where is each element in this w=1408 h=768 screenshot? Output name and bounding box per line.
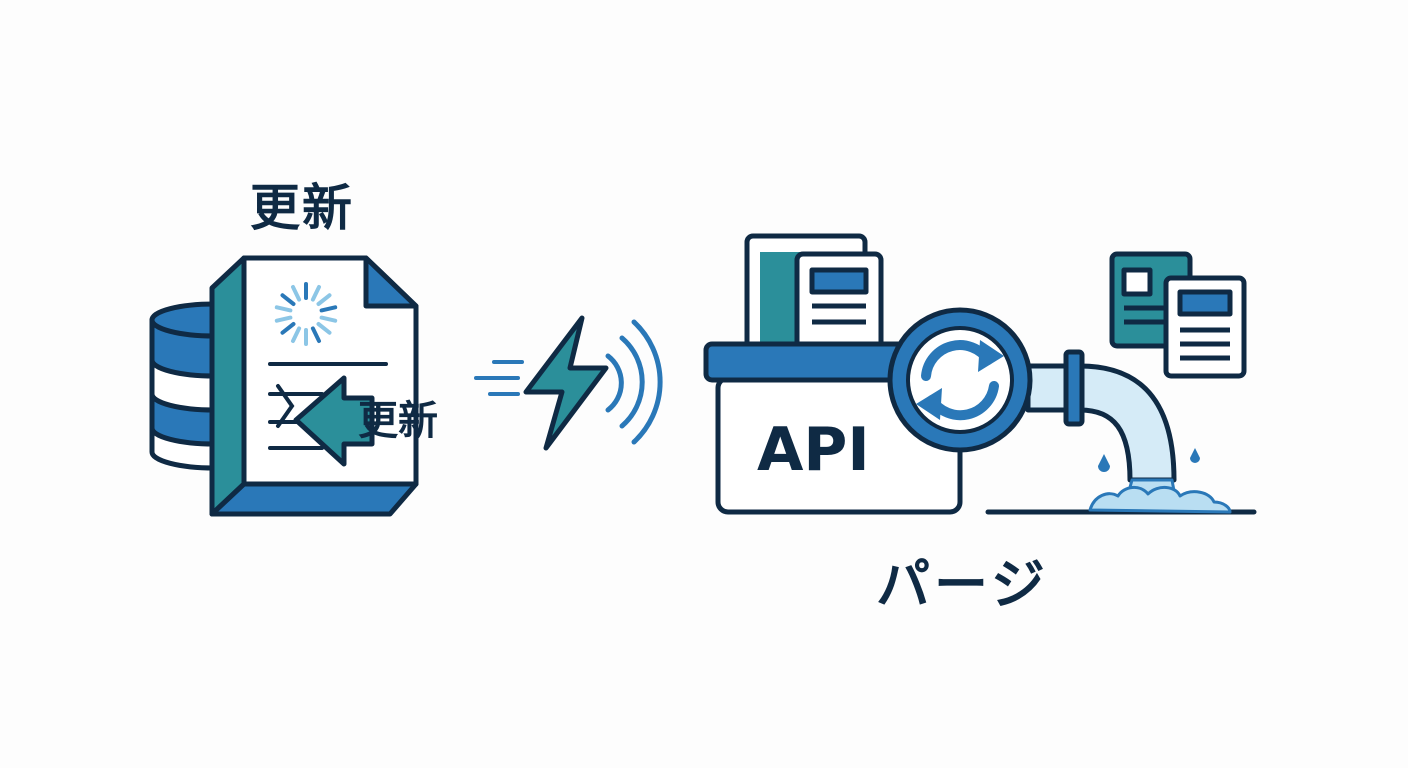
api-label: API [757,415,870,485]
spinner-tick [310,285,321,302]
spinner-tick [316,322,332,335]
spinner-tick [319,305,338,313]
sync-icon [887,307,1033,453]
document-update-label: 更新 [358,398,438,444]
spinner-tick [274,305,293,313]
spinner-tick [280,293,296,306]
left-arrow-icon [293,375,375,467]
pipe-icon [1025,349,1178,504]
spinner-tick [291,326,302,343]
documents-in-box [744,233,884,353]
spinner-tick [316,293,332,306]
spinner-tick [319,315,338,323]
update-title: 更新 [250,179,354,237]
spinner-tick [274,315,293,323]
water-splash [1088,448,1232,514]
speed-lines [474,360,524,396]
documents-icon [1109,251,1247,379]
signal-waves-icon [605,319,663,445]
spinner-tick [291,285,302,302]
purge-title: パージ [876,553,1049,616]
lightning-icon [523,315,609,451]
loading-spinner-icon [274,282,338,346]
spinner-tick [310,326,321,343]
spinner-tick [280,322,296,335]
